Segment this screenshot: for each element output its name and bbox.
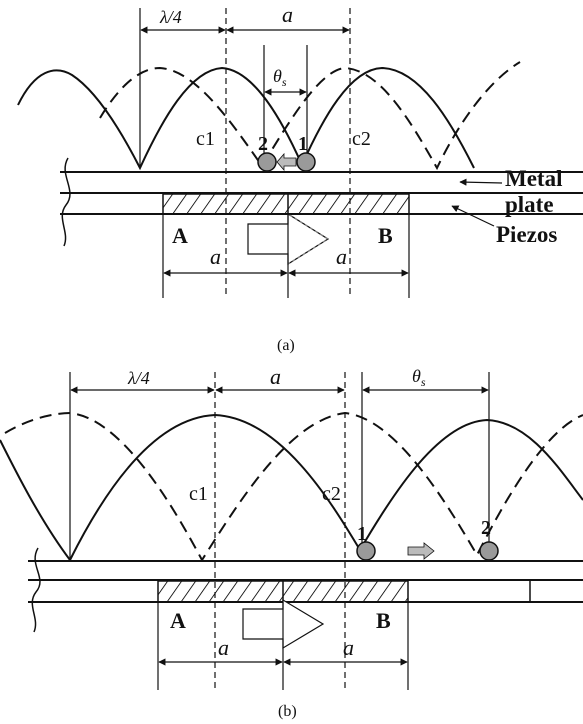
label-a-lower-left: a	[210, 244, 221, 269]
label-a-lower-left: a	[218, 635, 229, 660]
label-lambda-quarter: λ/4	[159, 7, 182, 27]
label-B: B	[378, 223, 393, 248]
label-a: a	[270, 364, 281, 389]
piezo-element	[162, 193, 410, 215]
pointer-metal	[459, 178, 503, 186]
label-theta-s: θs	[412, 366, 426, 389]
caption-b: (b)	[278, 703, 297, 720]
label-a: a	[282, 2, 293, 27]
ball-2	[479, 541, 499, 561]
label-A: A	[170, 608, 186, 633]
motion-arrow-right	[407, 542, 435, 560]
break-mark	[31, 547, 41, 633]
label-A: A	[172, 223, 188, 248]
solid-wave	[17, 66, 475, 171]
label-a-lower-right: a	[343, 635, 354, 660]
dashed-wave	[4, 411, 583, 562]
label-lambda-quarter: λ/4	[127, 368, 150, 388]
panel-a: λ/4 a θs c1 c2 2 1 Metal plate Piezos A …	[17, 2, 583, 354]
label-plate: plate	[505, 192, 554, 217]
motion-arrow-left	[276, 152, 297, 172]
label-c2: c2	[352, 128, 371, 150]
pointer-piezos	[451, 205, 495, 227]
label-ball-2: 2	[258, 133, 268, 155]
label-ball-1: 1	[298, 133, 308, 155]
label-c1: c1	[189, 483, 208, 505]
label-a-lower-right: a	[336, 244, 347, 269]
ball-2	[257, 152, 277, 172]
dashed-wave	[99, 61, 521, 171]
caption-a: (a)	[277, 337, 295, 354]
label-c1: c1	[196, 128, 215, 150]
label-metal: Metal	[505, 166, 562, 191]
label-theta-s: θs	[273, 66, 287, 89]
label-ball-1: 1	[357, 523, 367, 545]
panel-b: λ/4 a θs c1 c2 1 2 A B a a (b)	[0, 364, 583, 720]
label-c2: c2	[322, 483, 341, 505]
label-piezos: Piezos	[496, 222, 557, 247]
label-ball-2: 2	[481, 517, 491, 539]
ball-1	[296, 152, 316, 172]
break-mark	[61, 157, 71, 247]
solid-wave	[0, 413, 583, 562]
label-B: B	[376, 608, 391, 633]
